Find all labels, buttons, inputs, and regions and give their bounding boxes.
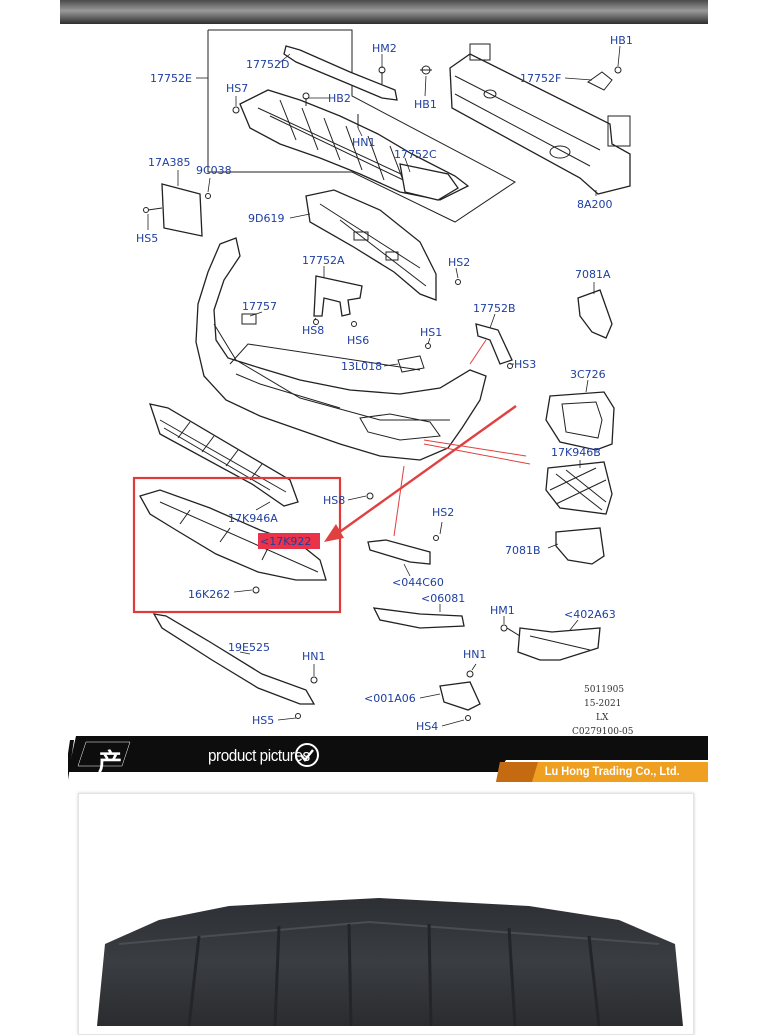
label-17A385: 17A385 — [148, 156, 191, 169]
product-pictures-banner: 产 product pictures Lu Hong Trading Co., … — [68, 736, 708, 782]
label-17K946A: 17K946A — [228, 512, 278, 525]
label-3C726: 3C726 — [570, 368, 606, 381]
part-001A06 — [439, 681, 481, 711]
label-9C038: 9C038 — [196, 164, 232, 177]
highlight-box — [132, 476, 342, 614]
part-3C726 — [545, 391, 615, 451]
label-17752E: 17752E — [150, 72, 192, 85]
part-17752C — [399, 163, 459, 201]
label-19E525: 19E525 — [228, 641, 270, 654]
part-19E525 — [152, 613, 316, 705]
part-17752B — [475, 323, 513, 365]
check-circle-icon — [295, 743, 319, 767]
part-17K922-skid-plate — [139, 489, 327, 581]
label-17752A: 17752A — [302, 254, 345, 267]
label-HS5-left: HS5 — [136, 232, 158, 245]
ref-line-2: 15-2021 — [584, 699, 621, 709]
banner-title: product pictures — [208, 746, 310, 765]
label-HN1-top: HN1 — [352, 136, 376, 149]
label-HS8: HS8 — [302, 324, 324, 337]
label-HS6: HS6 — [347, 334, 369, 347]
part-402A63 — [517, 627, 601, 661]
ref-line-3: LX — [596, 713, 609, 723]
group-outline — [207, 29, 516, 223]
part-7081B — [555, 527, 605, 565]
label-HS2-top: HS2 — [448, 256, 470, 269]
label-HN1-left: HN1 — [302, 650, 326, 663]
product-photo-frame — [78, 793, 694, 1035]
part-17K946B — [545, 461, 613, 515]
part-17752D — [283, 45, 398, 101]
part-bumper-cover — [195, 237, 487, 461]
label-06081: <06081 — [421, 592, 465, 605]
label-9D619: 9D619 — [248, 212, 284, 225]
label-HB1: HB1 — [414, 98, 437, 111]
part-7081A — [577, 289, 613, 339]
part-17752A — [313, 275, 363, 317]
label-16K262: 16K262 — [188, 588, 230, 601]
highlight-label-bg — [258, 533, 320, 549]
label-17K922: <17K922 — [260, 535, 311, 548]
product-photo-skid-plate — [97, 898, 683, 1027]
banner-background — [68, 736, 708, 782]
label-7081B: 7081B — [505, 544, 541, 557]
label-17752F: 17752F — [520, 72, 561, 85]
label-HS2-lower: HS2 — [432, 506, 454, 519]
part-17K946A — [149, 403, 299, 507]
label-8A200: 8A200 — [577, 198, 613, 211]
label-HS4: HS4 — [416, 720, 438, 733]
label-HS1: HS1 — [420, 326, 442, 339]
label-HS8-lower: HS8 — [323, 494, 345, 507]
company-name: Lu Hong Trading Co., Ltd. — [545, 764, 680, 778]
part-9D619 — [305, 189, 437, 301]
part-044C60 — [367, 539, 431, 565]
label-001A06: <001A06 — [364, 692, 416, 705]
pointer-arrow — [333, 405, 517, 537]
label-HM2: HM2 — [372, 42, 397, 55]
label-17757: 17757 — [242, 300, 277, 313]
label-17K946B: 17K946B — [551, 446, 601, 459]
label-HB1-right: HB1 — [610, 34, 633, 47]
label-402A63: <402A63 — [564, 608, 616, 621]
label-HM1: HM1 — [490, 604, 515, 617]
parts-diagram: 17752E 17752D HM2 HB1 HB1 17752F HS7 HB2… — [132, 29, 634, 737]
label-044C60: <044C60 — [392, 576, 444, 589]
banner-cn-char: 产 — [98, 749, 122, 776]
label-17752C: 17752C — [394, 148, 437, 161]
label-17752D: 17752D — [246, 58, 289, 71]
label-HS3: HS3 — [514, 358, 536, 371]
label-HS7: HS7 — [226, 82, 248, 95]
reference-block: 5011905 15-2021 LX C0279100-05 — [572, 685, 634, 737]
label-13L018: 13L018 — [341, 360, 382, 373]
label-HN1-right: HN1 — [463, 648, 487, 661]
label-17752B: 17752B — [473, 302, 516, 315]
part-06081 — [372, 607, 465, 629]
part-17A385 — [161, 183, 203, 237]
ref-line-1: 5011905 — [584, 685, 624, 695]
label-HS5-bottom: HS5 — [252, 714, 274, 727]
top-photo-strip — [60, 0, 708, 24]
part-17752F-beam — [449, 53, 631, 195]
ref-line-4: C0279100-05 — [572, 727, 634, 737]
label-7081A: 7081A — [575, 268, 611, 281]
label-HB2: HB2 — [328, 92, 351, 105]
